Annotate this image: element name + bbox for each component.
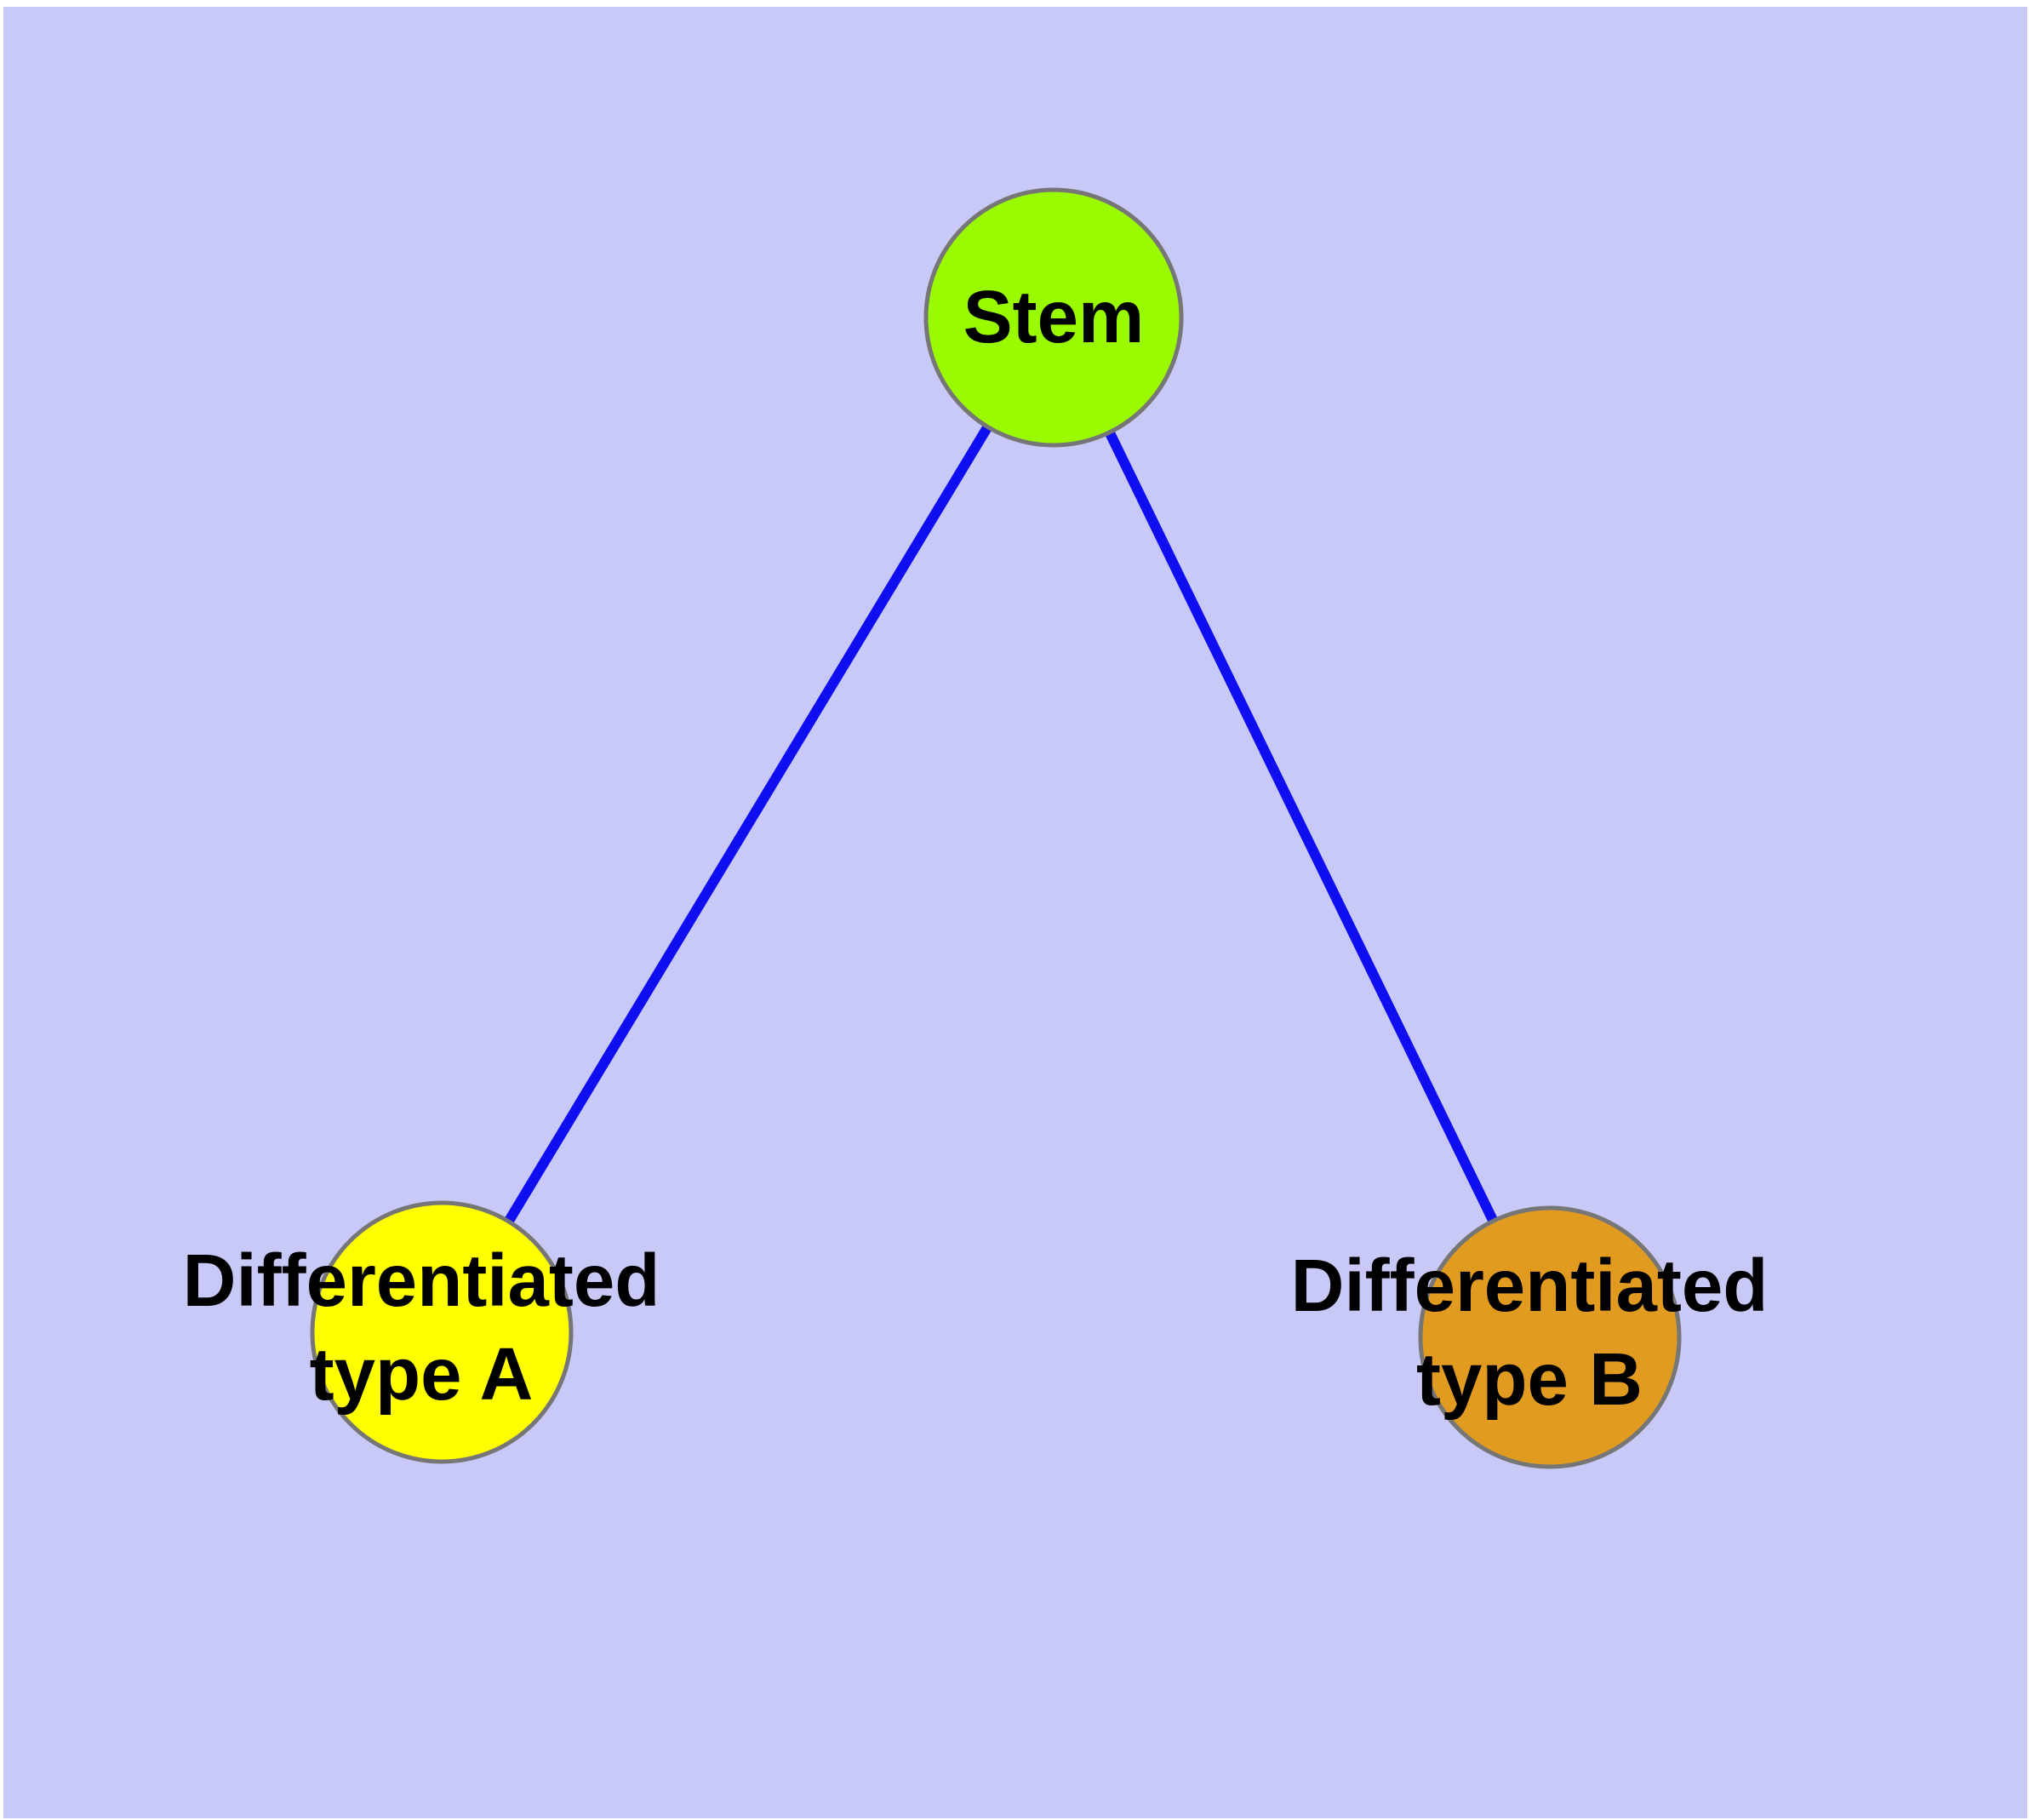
node-differentiated-type-b xyxy=(1418,1205,1682,1469)
edge-stem-to-type-a xyxy=(437,314,1059,1336)
node-stem xyxy=(923,187,1184,448)
edge-stem-to-type-b xyxy=(1049,315,1555,1340)
diagram-canvas: Stem Differentiated type A Differentiate… xyxy=(3,7,2027,1818)
node-differentiated-type-a xyxy=(310,1200,574,1464)
graph-svg xyxy=(310,187,1682,1469)
